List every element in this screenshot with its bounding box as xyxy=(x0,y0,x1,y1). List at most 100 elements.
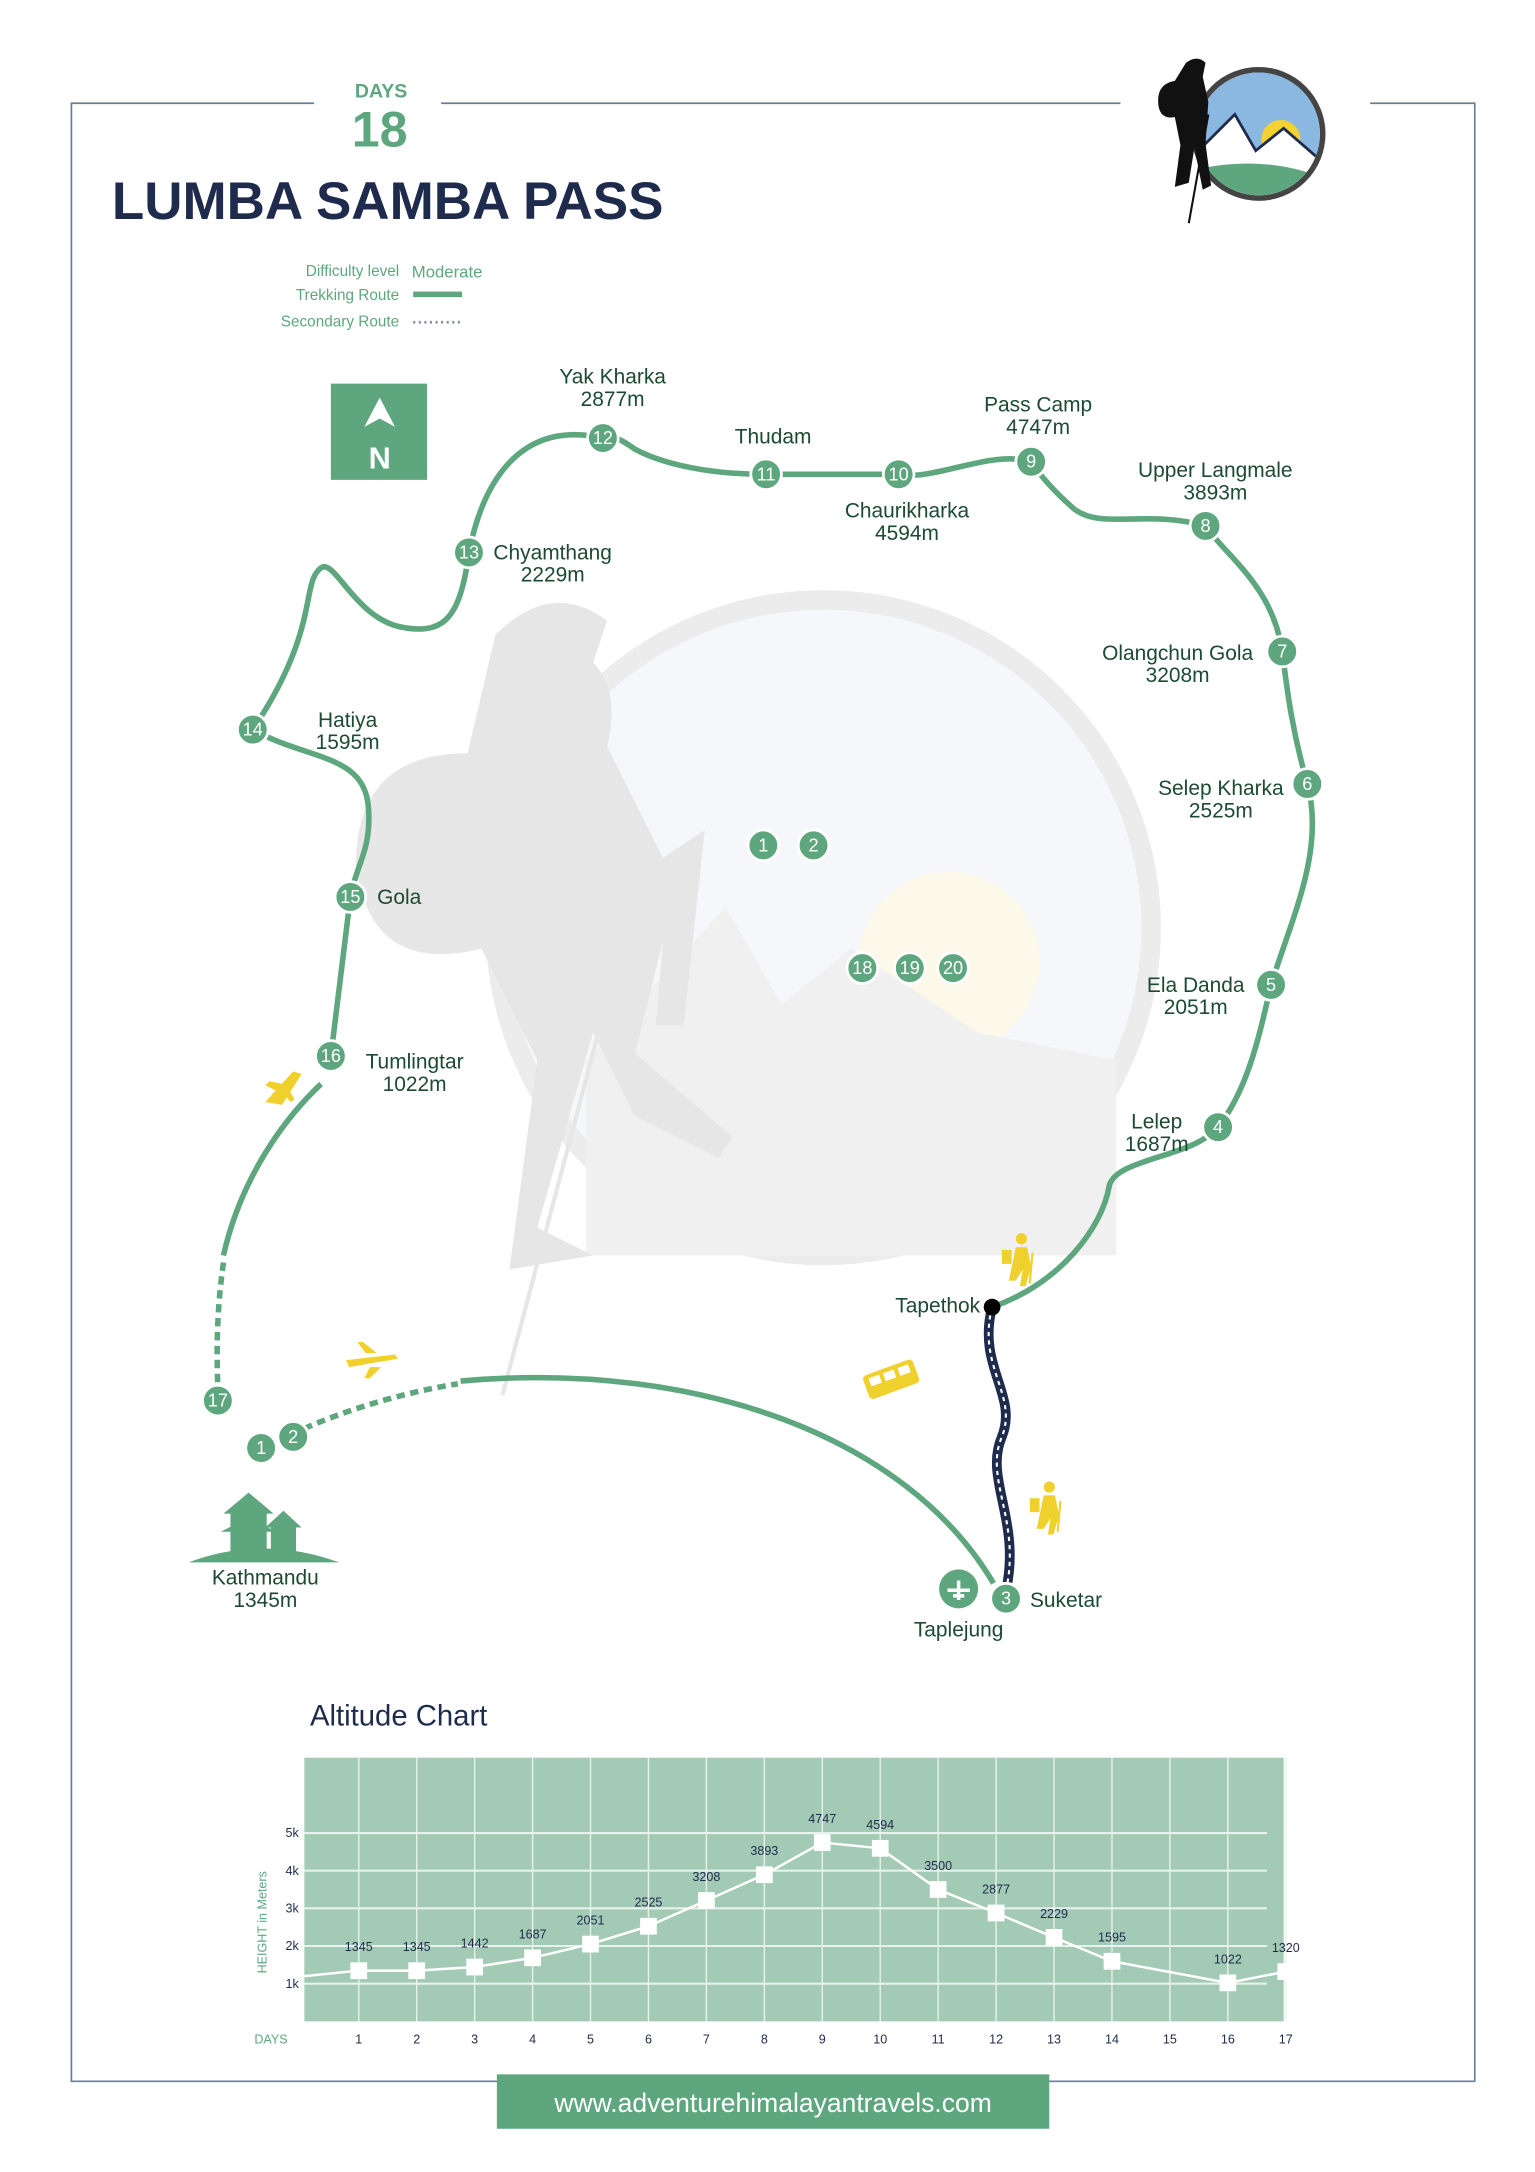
stop-marker[interactable] xyxy=(1188,509,1223,543)
stop-altitude: 1022m xyxy=(383,1073,447,1096)
stop-number: 13 xyxy=(459,542,479,562)
data-label: 3208 xyxy=(692,1870,720,1884)
temple-icon xyxy=(188,1492,340,1563)
stop-marker[interactable] xyxy=(1201,1110,1235,1144)
stop-number: 17 xyxy=(208,1391,228,1411)
bus-icon xyxy=(863,1359,920,1399)
stop-number: 4 xyxy=(1213,1117,1223,1137)
stop-number: 10 xyxy=(889,464,909,484)
stop-altitude: 2229m xyxy=(521,564,585,587)
stop-marker[interactable] xyxy=(936,951,970,985)
data-point xyxy=(1103,1952,1121,1970)
stop-marker[interactable] xyxy=(236,712,270,747)
stop-number: 20 xyxy=(943,958,963,978)
difficulty-value: Moderate xyxy=(412,263,483,282)
stop-altitude: 4747m xyxy=(1006,416,1070,439)
y-tick-label: 1k xyxy=(286,1977,300,1991)
x-tick-label: 12 xyxy=(989,2033,1003,2047)
website-link[interactable]: www.adventurehimalayantravels.com xyxy=(553,2088,991,2118)
data-label: 2877 xyxy=(982,1882,1010,1896)
secondary-route-kathmandu xyxy=(303,1381,459,1432)
stop-number: 1 xyxy=(256,1438,266,1458)
stop-marker[interactable] xyxy=(1290,767,1325,801)
airplane-icon xyxy=(346,1341,398,1379)
data-label: 1320 xyxy=(1272,1941,1300,1955)
data-point xyxy=(755,1866,773,1884)
data-point xyxy=(640,1917,657,1935)
stop-marker[interactable] xyxy=(1254,968,1288,1002)
stop-name: Ela Danda xyxy=(1147,974,1245,997)
data-label: 2051 xyxy=(577,1914,605,1928)
stop-marker[interactable] xyxy=(452,535,486,570)
x-tick-label: 10 xyxy=(873,2033,887,2047)
watermark-logo xyxy=(355,590,1161,1396)
stop-marker[interactable] xyxy=(989,1581,1023,1616)
stop-marker[interactable] xyxy=(201,1383,235,1418)
footer-banner xyxy=(496,2074,1050,2129)
stop-name: Yak Kharka xyxy=(559,366,666,389)
secondary-route-label: Secondary Route xyxy=(281,313,399,330)
stop-marker[interactable] xyxy=(276,1420,310,1454)
y-tick-label: 2k xyxy=(286,1939,300,1953)
data-point xyxy=(466,1958,484,1976)
hiker-icon xyxy=(1001,1233,1034,1287)
trekking-route xyxy=(248,431,1316,1310)
x-tick-label: 13 xyxy=(1047,2033,1061,2047)
data-label: 1022 xyxy=(1214,1952,1242,1966)
stop-marker[interactable] xyxy=(749,457,783,492)
trekking-route-label: Trekking Route xyxy=(296,287,399,304)
page-title: LUMBA SAMBA PASS xyxy=(112,172,664,231)
x-tick-label: 2 xyxy=(413,2033,420,2047)
data-point xyxy=(871,1839,889,1857)
data-point xyxy=(813,1834,831,1851)
stop-marker[interactable] xyxy=(244,1431,278,1465)
stop-marker[interactable] xyxy=(881,457,916,492)
stop-altitude: 2051m xyxy=(1164,996,1228,1019)
stop-marker[interactable] xyxy=(586,421,620,455)
data-label: 1442 xyxy=(461,1936,489,1950)
data-label: 1687 xyxy=(519,1927,547,1941)
stop-name: Lelep xyxy=(1131,1111,1182,1134)
stop-number: 16 xyxy=(321,1046,341,1066)
stop-name: Selep Kharka xyxy=(1158,777,1284,800)
stop-number: 19 xyxy=(900,958,920,978)
data-point xyxy=(987,1904,1005,1922)
data-label: 2525 xyxy=(634,1896,662,1910)
kathmandu-altitude: 1345m xyxy=(233,1589,297,1612)
data-point xyxy=(1219,1974,1237,1992)
data-label: 1345 xyxy=(403,1940,431,1954)
days-label: DAYS xyxy=(355,81,407,103)
stop-number: 2 xyxy=(808,835,818,855)
x-tick-label: 8 xyxy=(761,2033,768,2047)
data-label: 4594 xyxy=(866,1818,894,1832)
stop-marker[interactable] xyxy=(845,951,880,985)
stop-name: Hatiya xyxy=(318,709,378,732)
stop-marker[interactable] xyxy=(796,828,831,863)
y-tick-label: 5k xyxy=(286,1826,300,1840)
stop-number: 7 xyxy=(1277,641,1287,661)
x-tick-label: 1 xyxy=(355,2033,362,2047)
data-point xyxy=(408,1962,426,1980)
y-tick-label: 3k xyxy=(286,1902,300,1916)
x-tick-label: 17 xyxy=(1279,2033,1293,2047)
stop-marker[interactable] xyxy=(746,828,781,863)
stop-name: Tumlingtar xyxy=(366,1051,464,1074)
stop-altitude: 3208m xyxy=(1146,664,1210,687)
stop-marker[interactable] xyxy=(1265,634,1299,669)
stop-marker[interactable] xyxy=(314,1039,348,1073)
data-point xyxy=(698,1892,715,1909)
stop-altitude: 4594m xyxy=(875,522,939,545)
stop-marker[interactable] xyxy=(1014,445,1048,479)
stop-marker[interactable] xyxy=(333,880,368,914)
trekking-route-swatch xyxy=(413,291,462,298)
stop-name: Pass Camp xyxy=(984,394,1092,417)
north-arrow-icon xyxy=(364,397,396,427)
north-label: N xyxy=(369,441,391,476)
x-tick-label: 9 xyxy=(819,2033,826,2047)
data-point xyxy=(524,1949,541,1967)
data-label: 4747 xyxy=(808,1812,836,1826)
stop-number: 9 xyxy=(1026,452,1036,472)
stop-marker[interactable] xyxy=(893,951,927,985)
stop-number: 6 xyxy=(1302,774,1312,794)
